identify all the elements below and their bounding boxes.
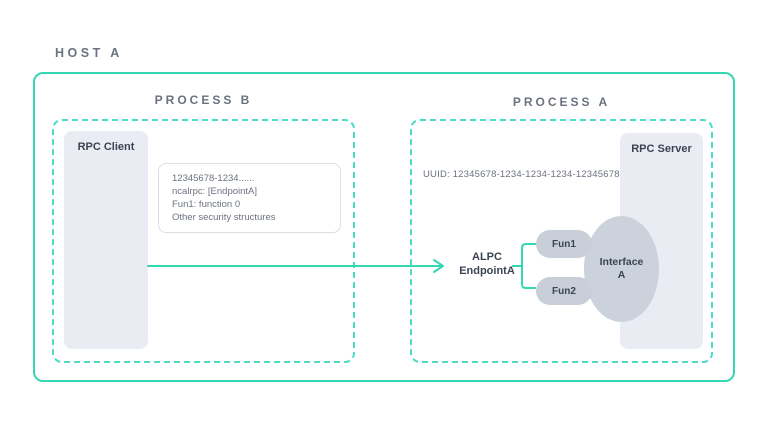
info-line-function: Fun1: function 0 xyxy=(172,199,241,210)
rpc-call-arrow-icon xyxy=(147,259,444,273)
info-line-protocol: ncalrpc: [EndpointA] xyxy=(172,186,258,197)
fun2-pill: Fun2 xyxy=(536,277,592,305)
rpc-server-label: RPC Server xyxy=(631,143,692,155)
fun1-label: Fun1 xyxy=(552,238,576,250)
rpc-client-label: RPC Client xyxy=(77,141,135,153)
host-label: HOST A xyxy=(55,46,123,60)
uuid-text: UUID: 12345678-1234-1234-1234-12345678 xyxy=(423,169,620,180)
branch-bracket-icon xyxy=(512,243,536,289)
rpc-client-box: RPC Client xyxy=(64,131,148,349)
host-boundary-box xyxy=(33,72,735,382)
info-line-security: Other security structures xyxy=(172,212,276,223)
interface-line1: Interface xyxy=(599,256,644,268)
alpc-endpoint-label: ALPC EndpointA xyxy=(451,250,523,278)
alpc-endpoint-line1: ALPC xyxy=(472,251,502,263)
client-binding-info-box: 12345678-1234...... ncalrpc: [EndpointA]… xyxy=(158,163,341,233)
process-a-label: PROCESS A xyxy=(512,95,611,109)
info-line-uuid: 12345678-1234...... xyxy=(172,173,255,184)
alpc-endpoint-line2: EndpointA xyxy=(459,265,515,277)
fun1-pill: Fun1 xyxy=(536,230,592,258)
process-a-boundary-box xyxy=(410,119,713,363)
interface-a-ellipse: Interface A xyxy=(584,216,659,322)
process-b-label: PROCESS B xyxy=(154,93,253,107)
interface-line2: A xyxy=(617,269,626,281)
process-b-boundary-box xyxy=(52,119,355,363)
fun2-label: Fun2 xyxy=(552,285,576,297)
